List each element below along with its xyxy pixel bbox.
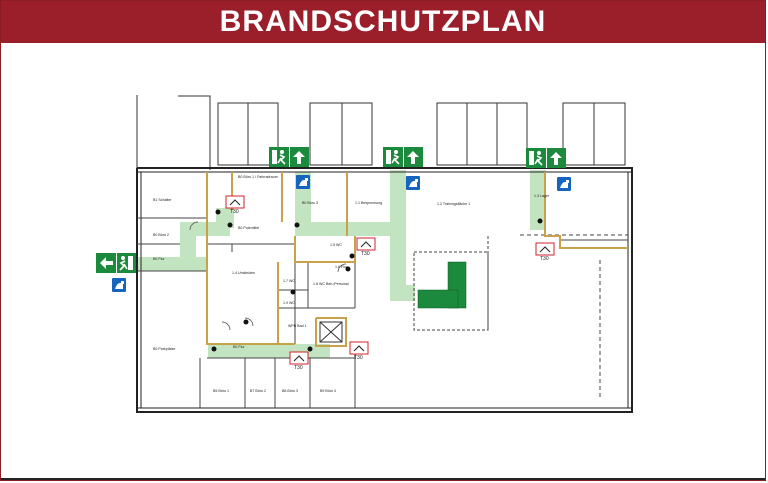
room-label: 1.1 Besprechung — [355, 201, 382, 205]
outer-walls — [136, 167, 633, 413]
neighbor-outlines — [136, 95, 626, 170]
fire-alarm-button-icon — [560, 180, 569, 188]
room-label: B5 Büro 1 — [213, 389, 229, 393]
header-bar: BRANDSCHUTZPLAN — [1, 1, 765, 43]
room-label: B0 Büro 1 / Fahrradraum — [238, 175, 278, 179]
staircase-outline — [413, 251, 489, 331]
room-label: B1 Schalter — [153, 198, 172, 202]
room-labels: B1 Schalter B0 Büro 1 / Fahrradraum B0 B… — [153, 175, 550, 393]
exit-sign — [383, 147, 423, 167]
room-label: B0 Parkplätze — [153, 347, 175, 351]
room-label: B8 Büro 3 — [282, 389, 298, 393]
room-label: B0 Flur — [153, 257, 165, 261]
room-label: 1.2 Trainingsfläche 1 — [437, 202, 470, 206]
exit-sign — [526, 148, 566, 168]
fire-door-label: T30 — [361, 251, 370, 257]
fire-alarm-button-sign — [557, 177, 571, 191]
fire-door-marker: T30 — [225, 195, 245, 215]
room-label: WPB Bad 1 — [288, 324, 307, 328]
interior-walls — [137, 172, 628, 408]
arrow-up-icon — [550, 152, 562, 165]
room-label: 1.5 WC — [330, 243, 342, 247]
exit-sign — [269, 147, 309, 167]
room-label: B9 Büro 4 — [320, 389, 336, 393]
emergency-exit-icon — [386, 150, 400, 165]
emergency-exit-icon — [272, 150, 286, 165]
fire-compartment-walls — [206, 172, 628, 347]
fire-alarm-button-icon — [299, 178, 308, 186]
elevator-shaft — [319, 321, 343, 343]
emergency-exit-icon — [529, 151, 543, 166]
fire-door-marker: T30 — [349, 341, 369, 361]
room-label: B0 Putzmittel — [238, 226, 259, 230]
fire-alarm-button-sign — [112, 278, 126, 292]
fire-door-label: T30 — [540, 256, 549, 262]
bottom-border — [1, 478, 765, 480]
door-swings — [189, 221, 347, 331]
room-label: 1.8 WC Beh./Personal — [313, 282, 349, 286]
fire-door-marker: T30 — [535, 242, 555, 262]
fire-door-label: T30 — [294, 365, 303, 371]
staircase — [417, 261, 467, 309]
room-label: B0 Büro 3 — [302, 201, 318, 205]
room-label: B0 Büro 2 — [153, 233, 169, 237]
door-markers — [211, 209, 543, 352]
fire-door-marker: T30 — [289, 351, 309, 371]
exit-sign — [96, 253, 136, 273]
arrow-up-icon — [407, 151, 419, 164]
fire-alarm-button-sign — [406, 176, 420, 190]
arrow-up-icon — [293, 151, 305, 164]
fire-door-marker: T30 — [356, 237, 376, 257]
room-label: 1.3 Lager — [534, 194, 550, 198]
escape-routes — [137, 170, 546, 358]
fire-door-label: T30 — [230, 209, 239, 215]
room-label: B0 Flur — [233, 345, 245, 349]
room-label: 1.6 Flur — [335, 265, 348, 269]
fire-alarm-button-sign — [296, 175, 310, 189]
page-title: BRANDSCHUTZPLAN — [219, 5, 547, 38]
room-label: 1.9 WC — [283, 301, 295, 305]
room-label: B7 Büro 2 — [250, 389, 266, 393]
fire-alarm-button-icon — [115, 281, 124, 289]
arrow-left-icon — [100, 257, 113, 269]
fire-door-label: T30 — [354, 355, 363, 361]
emergency-exit-icon — [119, 256, 133, 271]
room-label: 1.4 Umkleiden — [232, 271, 255, 275]
room-label: 1.7 WC — [283, 279, 295, 283]
fire-alarm-button-icon — [409, 179, 418, 187]
